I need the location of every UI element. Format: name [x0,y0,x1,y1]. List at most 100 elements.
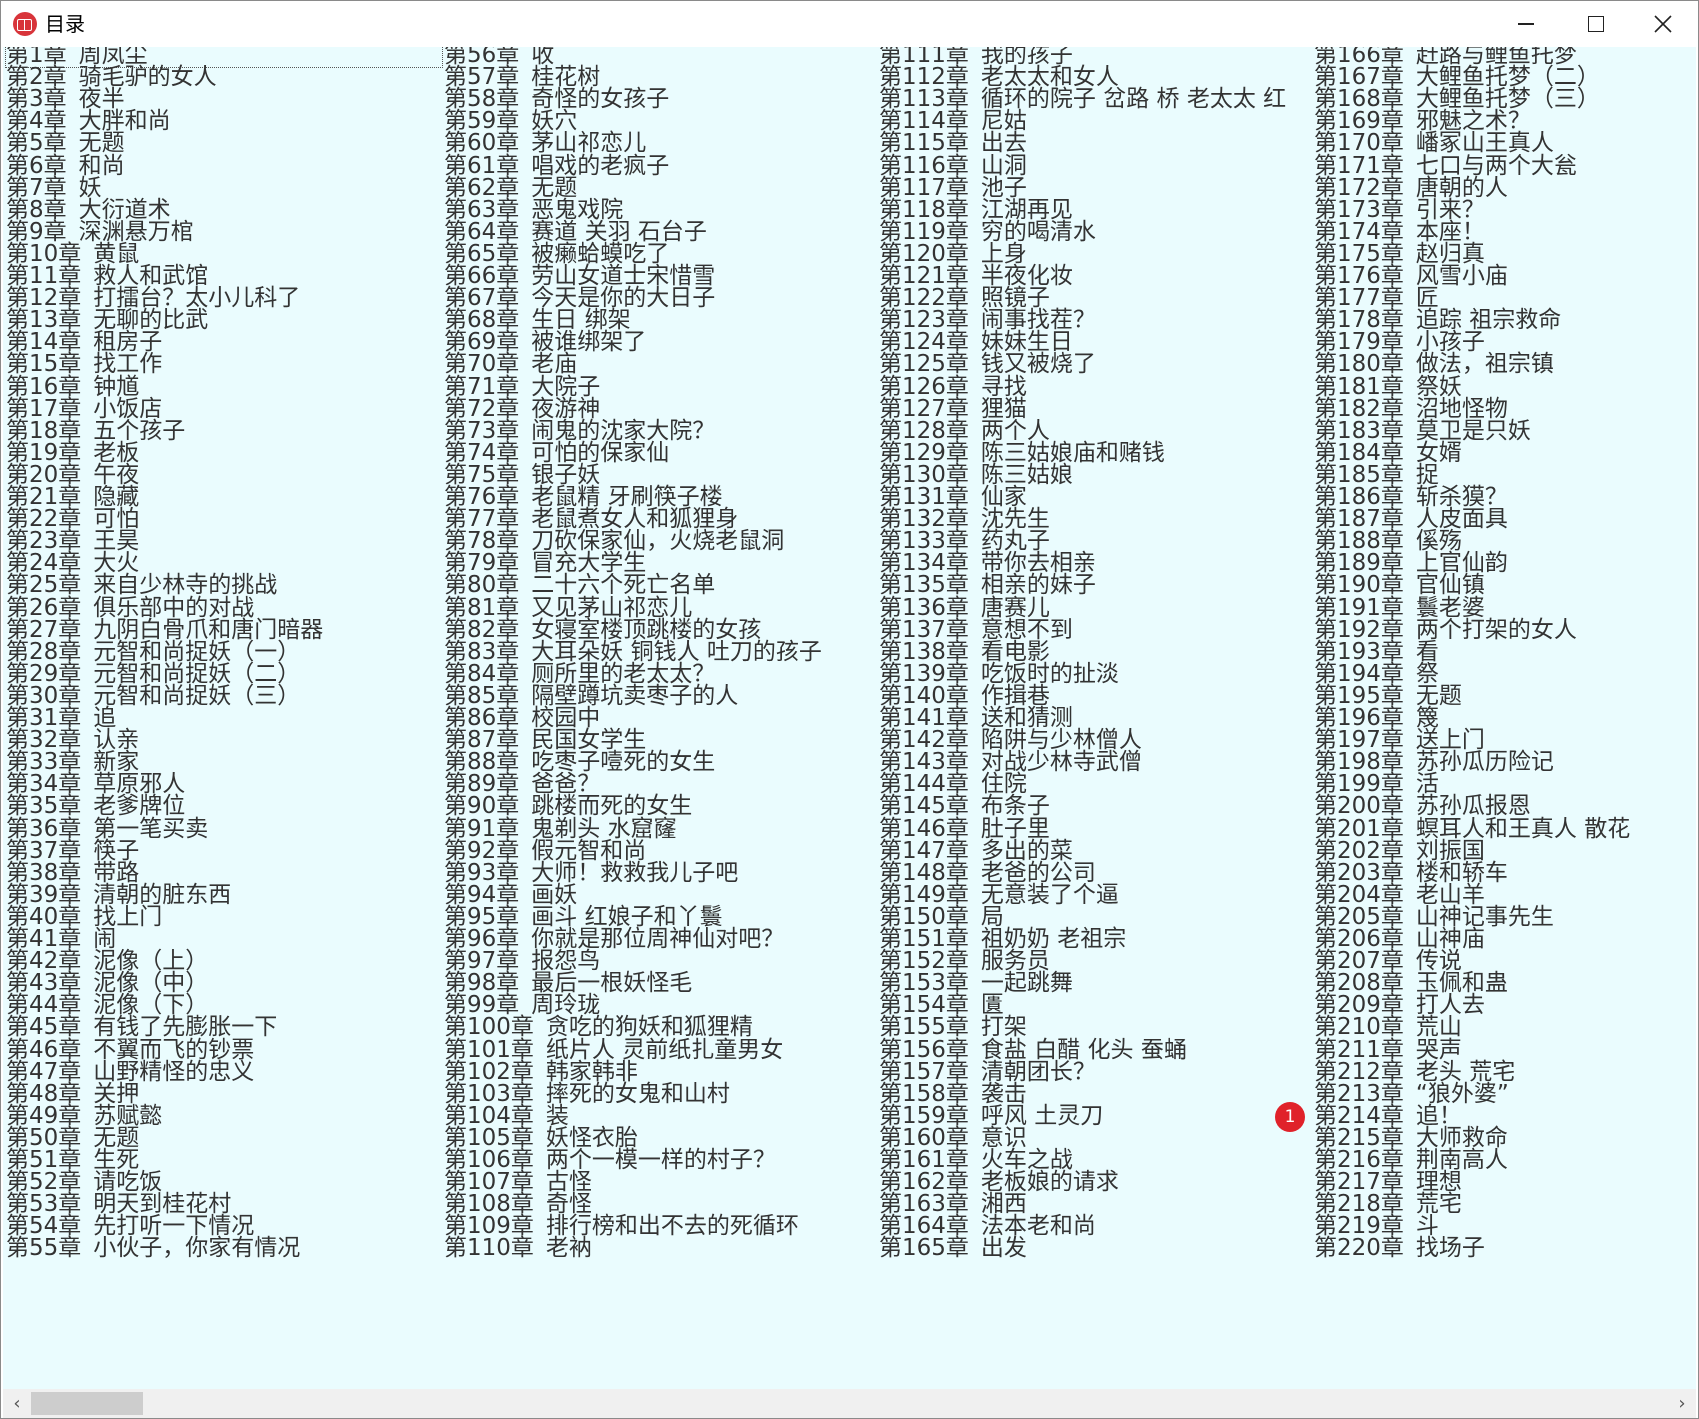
chapter-item[interactable]: 第58章奇怪的女孩子 [444,87,669,111]
chapter-item[interactable]: 第146章肚子里 [879,817,1050,841]
chapter-item[interactable]: 第212章老头 荒宅 [1314,1060,1515,1084]
chapter-item[interactable]: 第6章和尚 [6,154,125,178]
chapter-item[interactable]: 第23章王昊 [6,529,139,553]
chapter-item[interactable]: 第44章泥像（下） [6,993,208,1017]
chapter-item[interactable]: 第40章找上门 [6,905,162,929]
chapter-item[interactable]: 第59章妖穴 [444,109,577,133]
chapter-item[interactable]: 第184章女婿 [1314,441,1462,465]
chapter-item[interactable]: 第102章韩家韩非 [444,1060,638,1084]
chapter-item[interactable]: 第117章池子 [879,176,1027,200]
chapter-item[interactable]: 第107章古怪 [444,1170,592,1194]
chapter-item[interactable]: 第151章祖奶奶 老祖宗 [879,927,1126,951]
chapter-item[interactable]: 第179章小孩子 [1314,330,1485,354]
chapter-item[interactable]: 第55章小伙子，你家有情况 [6,1236,300,1260]
chapter-item[interactable]: 第36章第一笔买卖 [6,817,208,841]
chapter-item[interactable]: 第65章被癞蛤蟆吃了 [444,242,669,266]
chapter-item[interactable]: 第194章祭 [1314,662,1439,686]
close-button[interactable] [1628,1,1698,47]
chapter-item[interactable]: 第47章山野精怪的忠义 [6,1060,254,1084]
chapter-item[interactable]: 第134章带你去相亲 [879,551,1096,575]
chapter-item[interactable]: 第165章出发 [879,1236,1027,1260]
chapter-item[interactable]: 第193章看 [1314,640,1439,664]
chapter-item[interactable]: 第72章夜游神 [444,397,600,421]
chapter-item[interactable]: 第49章苏赋懿 [6,1104,162,1128]
chapter-item[interactable]: 第190章官仙镇 [1314,573,1485,597]
chapter-item[interactable]: 第185章捉 [1314,463,1439,487]
chapter-item[interactable]: 第147章多出的菜 [879,839,1073,863]
chapter-item[interactable]: 第123章闹事找茬？ [879,308,1096,332]
chapter-item[interactable]: 第180章做法，祖宗镇 [1314,352,1554,376]
chapter-item[interactable]: 第195章无题 [1314,684,1462,708]
chapter-item[interactable]: 第192章两个打架的女人 [1314,618,1577,642]
chapter-item[interactable]: 第13章无聊的比武 [6,308,208,332]
chapter-item[interactable]: 第80章二十六个死亡名单 [444,573,715,597]
chapter-item[interactable]: 第199章活 [1314,772,1439,796]
chapter-item[interactable]: 第3章夜半 [6,87,125,111]
chapter-item[interactable]: 第78章刀砍保家仙，火烧老鼠洞 [444,529,784,553]
chapter-item[interactable]: 第120章上身 [879,242,1027,266]
chapter-item[interactable]: 第94章画妖 [444,883,577,907]
title-bar[interactable]: 目录 [1,1,1698,47]
chapter-item[interactable]: 第207章传说 [1314,949,1462,973]
chapter-item[interactable]: 第203章楼和轿车 [1314,861,1508,885]
chapter-item[interactable]: 第214章追！ [1314,1104,1462,1128]
chapter-item[interactable]: 第24章大火 [6,551,139,575]
chapter-item[interactable]: 第98章最后一根妖怪毛 [444,971,692,995]
chapter-item[interactable]: 第130章陈三姑娘 [879,463,1073,487]
chapter-item[interactable]: 第64章赛道 关羽 石台子 [444,220,707,244]
chapter-item[interactable]: 第97章报怨鸟 [444,949,600,973]
chapter-item[interactable]: 第86章校园中 [444,706,600,730]
chapter-item[interactable]: 第144章住院 [879,772,1027,796]
chapter-item[interactable]: 第158章袭击 [879,1082,1027,1106]
chapter-item[interactable]: 第109章排行榜和出不去的死循环 [444,1214,799,1238]
chapter-item[interactable]: 第14章租房子 [6,330,162,354]
chapter-item[interactable]: 第35章老爹牌位 [6,794,185,818]
chapter-item[interactable]: 第95章画斗 红娘子和丫鬟 [444,905,723,929]
chapter-item[interactable]: 第9章深渊悬万棺 [6,220,194,244]
chapter-item[interactable]: 第163章湘西 [879,1192,1027,1216]
chapter-item[interactable]: 第112章老太太和女人 [879,65,1119,89]
chapter-item[interactable]: 第118章江湖再见 [879,198,1073,222]
chapter-item[interactable]: 第34章草原邪人 [6,772,185,796]
chapter-item[interactable]: 第82章女寝室楼顶跳楼的女孩 [444,618,761,642]
chapter-item[interactable]: 第2章骑毛驴的女人 [6,65,217,89]
chapter-item[interactable]: 第105章妖怪衣胎 [444,1126,638,1150]
chapter-item[interactable]: 第26章俱乐部中的对战 [6,596,254,620]
chapter-item[interactable]: 第15章找工作 [6,352,162,376]
chapter-item[interactable]: 第74章可怕的保家仙 [444,441,669,465]
chapter-item[interactable]: 第154章匱 [879,993,1004,1017]
chapter-item[interactable]: 第12章打擂台？太小儿科了 [6,286,300,310]
chapter-item[interactable]: 第101章纸片人 灵前纸扎童男女 [444,1038,783,1062]
chapter-item[interactable]: 第31章追 [6,706,116,730]
chapter-item[interactable]: 第140章作揖巷 [879,684,1050,708]
chapter-item[interactable]: 第122章照镜子 [879,286,1050,310]
chapter-item[interactable]: 第168章大鲤鱼托梦（三） [1314,87,1600,111]
chapter-item[interactable]: 第41章闹 [6,927,116,951]
chapter-item[interactable]: 第93章大师！救救我儿子吧 [444,861,738,885]
chapter-item[interactable]: 第38章带路 [6,861,139,885]
chapter-item[interactable]: 第187章人皮面具 [1314,507,1508,531]
chapter-item[interactable]: 第11章救人和武馆 [6,264,208,288]
chapter-item[interactable]: 第177章匠 [1314,286,1439,310]
chapter-item[interactable]: 第50章无题 [6,1126,139,1150]
chapter-item[interactable]: 第7章妖 [6,176,102,200]
chapter-item[interactable]: 第92章假元智和尚 [444,839,646,863]
chapter-item[interactable]: 第115章出去 [879,131,1027,155]
chapter-item[interactable]: 第126章寻找 [879,375,1027,399]
chapter-item[interactable]: 第145章布条子 [879,794,1050,818]
chapter-item[interactable]: 第198章苏孙瓜历险记 [1314,750,1554,774]
chapter-item[interactable]: 第217章理想 [1314,1170,1462,1194]
chapter-item[interactable]: 第127章狸猫 [879,397,1027,421]
chapter-item[interactable]: 第104章装 [444,1104,569,1128]
chapter-item[interactable]: 第215章大师救命 [1314,1126,1508,1150]
chapter-item[interactable]: 第103章摔死的女鬼和山村 [444,1082,730,1106]
chapter-item[interactable]: 第90章跳楼而死的女生 [444,794,692,818]
chapter-item[interactable]: 第142章陷阱与少林僧人 [879,728,1142,752]
chapter-item[interactable]: 第16章钟馗 [6,375,139,399]
chapter-item[interactable]: 第141章送和猜测 [879,706,1073,730]
chapter-item[interactable]: 第132章沈先生 [879,507,1050,531]
chapter-item[interactable]: 第131章仙家 [879,485,1027,509]
chapter-item[interactable]: 第57章桂花树 [444,65,600,89]
chapter-item[interactable]: 第113章循环的院子 岔路 桥 老太太 红 [879,87,1286,111]
chapter-item[interactable]: 第171章七口与两个大瓮 [1314,154,1577,178]
